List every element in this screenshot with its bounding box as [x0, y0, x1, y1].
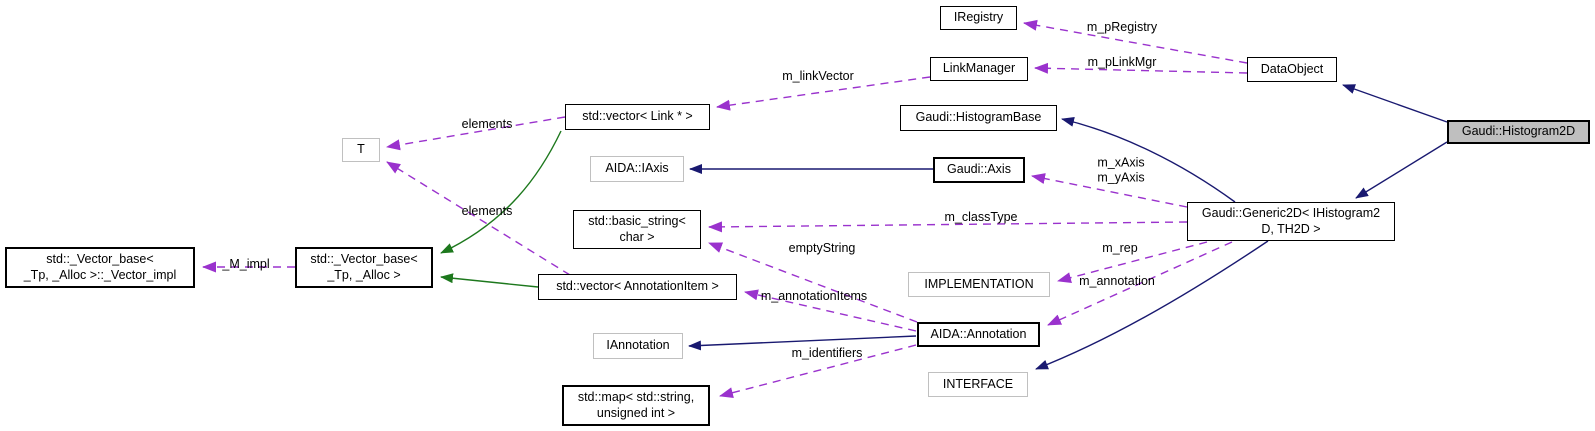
edge-label-m-classtype: m_classType: [944, 209, 1018, 224]
node-iregistry[interactable]: IRegistry: [940, 6, 1017, 30]
edge-annotation-stdmap: [719, 344, 917, 399]
edge-dataobject-iregistry: [1023, 19, 1248, 64]
node-t: T: [342, 138, 380, 162]
edge-label-m-annotation: m_annotation: [1079, 273, 1155, 288]
edge-histogram2d-generic2d: [1355, 141, 1448, 199]
node-iannotation: IAnnotation: [593, 333, 683, 359]
node-vector-link[interactable]: std::vector< Link * >: [565, 104, 710, 130]
node-generic2d[interactable]: Gaudi::Generic2D< IHistogram2 D, TH2D >: [1187, 202, 1395, 241]
node-basic-string[interactable]: std::basic_string< char >: [573, 210, 701, 249]
edge-generic2d-basicstring: [708, 221, 1188, 233]
node-histogrambase[interactable]: Gaudi::HistogramBase: [900, 105, 1057, 131]
node-vector-impl[interactable]: std::_Vector_base< _Tp, _Alloc >::_Vecto…: [5, 247, 195, 288]
edge-vectorlink-t: [386, 116, 566, 151]
node-aida-iaxis: AIDA::IAxis: [590, 156, 684, 182]
edge-vectorlink-vectorbase: [440, 130, 562, 254]
edge-generic2d-implementation: [1057, 241, 1208, 284]
edge-dataobject-linkmanager: [1034, 62, 1248, 74]
edge-annotation-iannotation: [688, 335, 917, 351]
node-aida-annotation[interactable]: AIDA::Annotation: [917, 322, 1040, 347]
node-std-map[interactable]: std::map< std::string, unsigned int >: [562, 385, 710, 426]
edge-label-m-pregistry: m_pRegistry: [1086, 19, 1158, 34]
edge-label-m-impl: _M_impl: [222, 256, 270, 271]
edge-vectorannotation-t: [386, 161, 571, 276]
node-interface: INTERFACE: [928, 372, 1028, 397]
node-vector-annotation[interactable]: std::vector< AnnotationItem >: [538, 274, 737, 300]
edge-label-m-axes: m_xAxis m_yAxis: [1097, 155, 1145, 185]
edge-linkmanager-vectorlink: [716, 76, 931, 111]
edge-generic2d-histogrambase: [1061, 116, 1236, 203]
edge-histogram2d-dataobject: [1342, 84, 1448, 123]
edge-label-emptystring: emptyString: [788, 240, 856, 255]
edge-label-m-plinkmgr: m_pLinkMgr: [1087, 54, 1157, 69]
edge-annotation-basicstring: [708, 242, 918, 323]
edge-annotation-vectorannotation: [744, 289, 917, 332]
edge-generic2d-axis: [1031, 173, 1188, 208]
edge-generic2d-annotation: [1047, 241, 1233, 326]
node-dataobject[interactable]: DataObject: [1247, 57, 1337, 82]
edge-label-m-linkvector: m_linkVector: [782, 68, 854, 83]
edge-label-m-annotationitems: m_annotationItems: [760, 288, 868, 303]
edge-label-m-rep: m_rep: [1102, 240, 1138, 255]
edge-vectorannotation-vectorbase: [440, 273, 539, 288]
node-gaudi-axis[interactable]: Gaudi::Axis: [933, 157, 1025, 183]
edge-label-elements-links: elements: [461, 116, 513, 131]
node-gaudi-histogram2d: Gaudi::Histogram2D: [1447, 120, 1590, 144]
edge-label-elements-annotations: elements: [461, 203, 513, 218]
node-implementation: IMPLEMENTATION: [908, 272, 1050, 297]
node-vector-base[interactable]: std::_Vector_base< _Tp, _Alloc >: [295, 247, 433, 288]
edge-generic2d-interface: [1035, 240, 1269, 370]
edge-label-m-identifiers: m_identifiers: [791, 345, 863, 360]
node-linkmanager[interactable]: LinkManager: [930, 57, 1028, 81]
